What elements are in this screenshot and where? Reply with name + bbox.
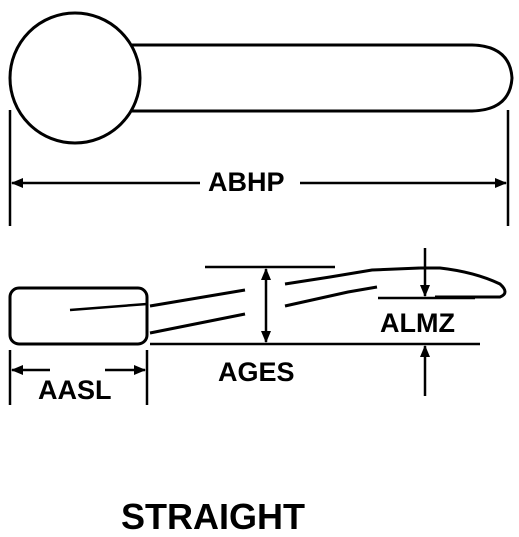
handle-outline-top <box>120 43 514 113</box>
abhp-dimension <box>8 110 510 226</box>
aasl-dimension <box>8 350 149 405</box>
aasl-label: AASL <box>36 375 114 405</box>
ages-label: AGES <box>218 357 295 387</box>
abhp-label: ABHP <box>204 169 289 196</box>
side-view <box>8 266 507 346</box>
ball-head <box>8 11 142 145</box>
head-rect <box>8 286 149 346</box>
shank-center-line <box>69 302 148 312</box>
almz-dimension <box>378 248 475 396</box>
top-view <box>8 11 514 145</box>
ages-dimension <box>150 265 480 346</box>
almz-label: ALMZ <box>380 308 455 338</box>
shank-bottom-edge <box>149 285 378 335</box>
tip-outline <box>420 266 507 299</box>
shank-top-edge <box>149 266 421 308</box>
style-title: STRAIGHT <box>121 496 305 537</box>
